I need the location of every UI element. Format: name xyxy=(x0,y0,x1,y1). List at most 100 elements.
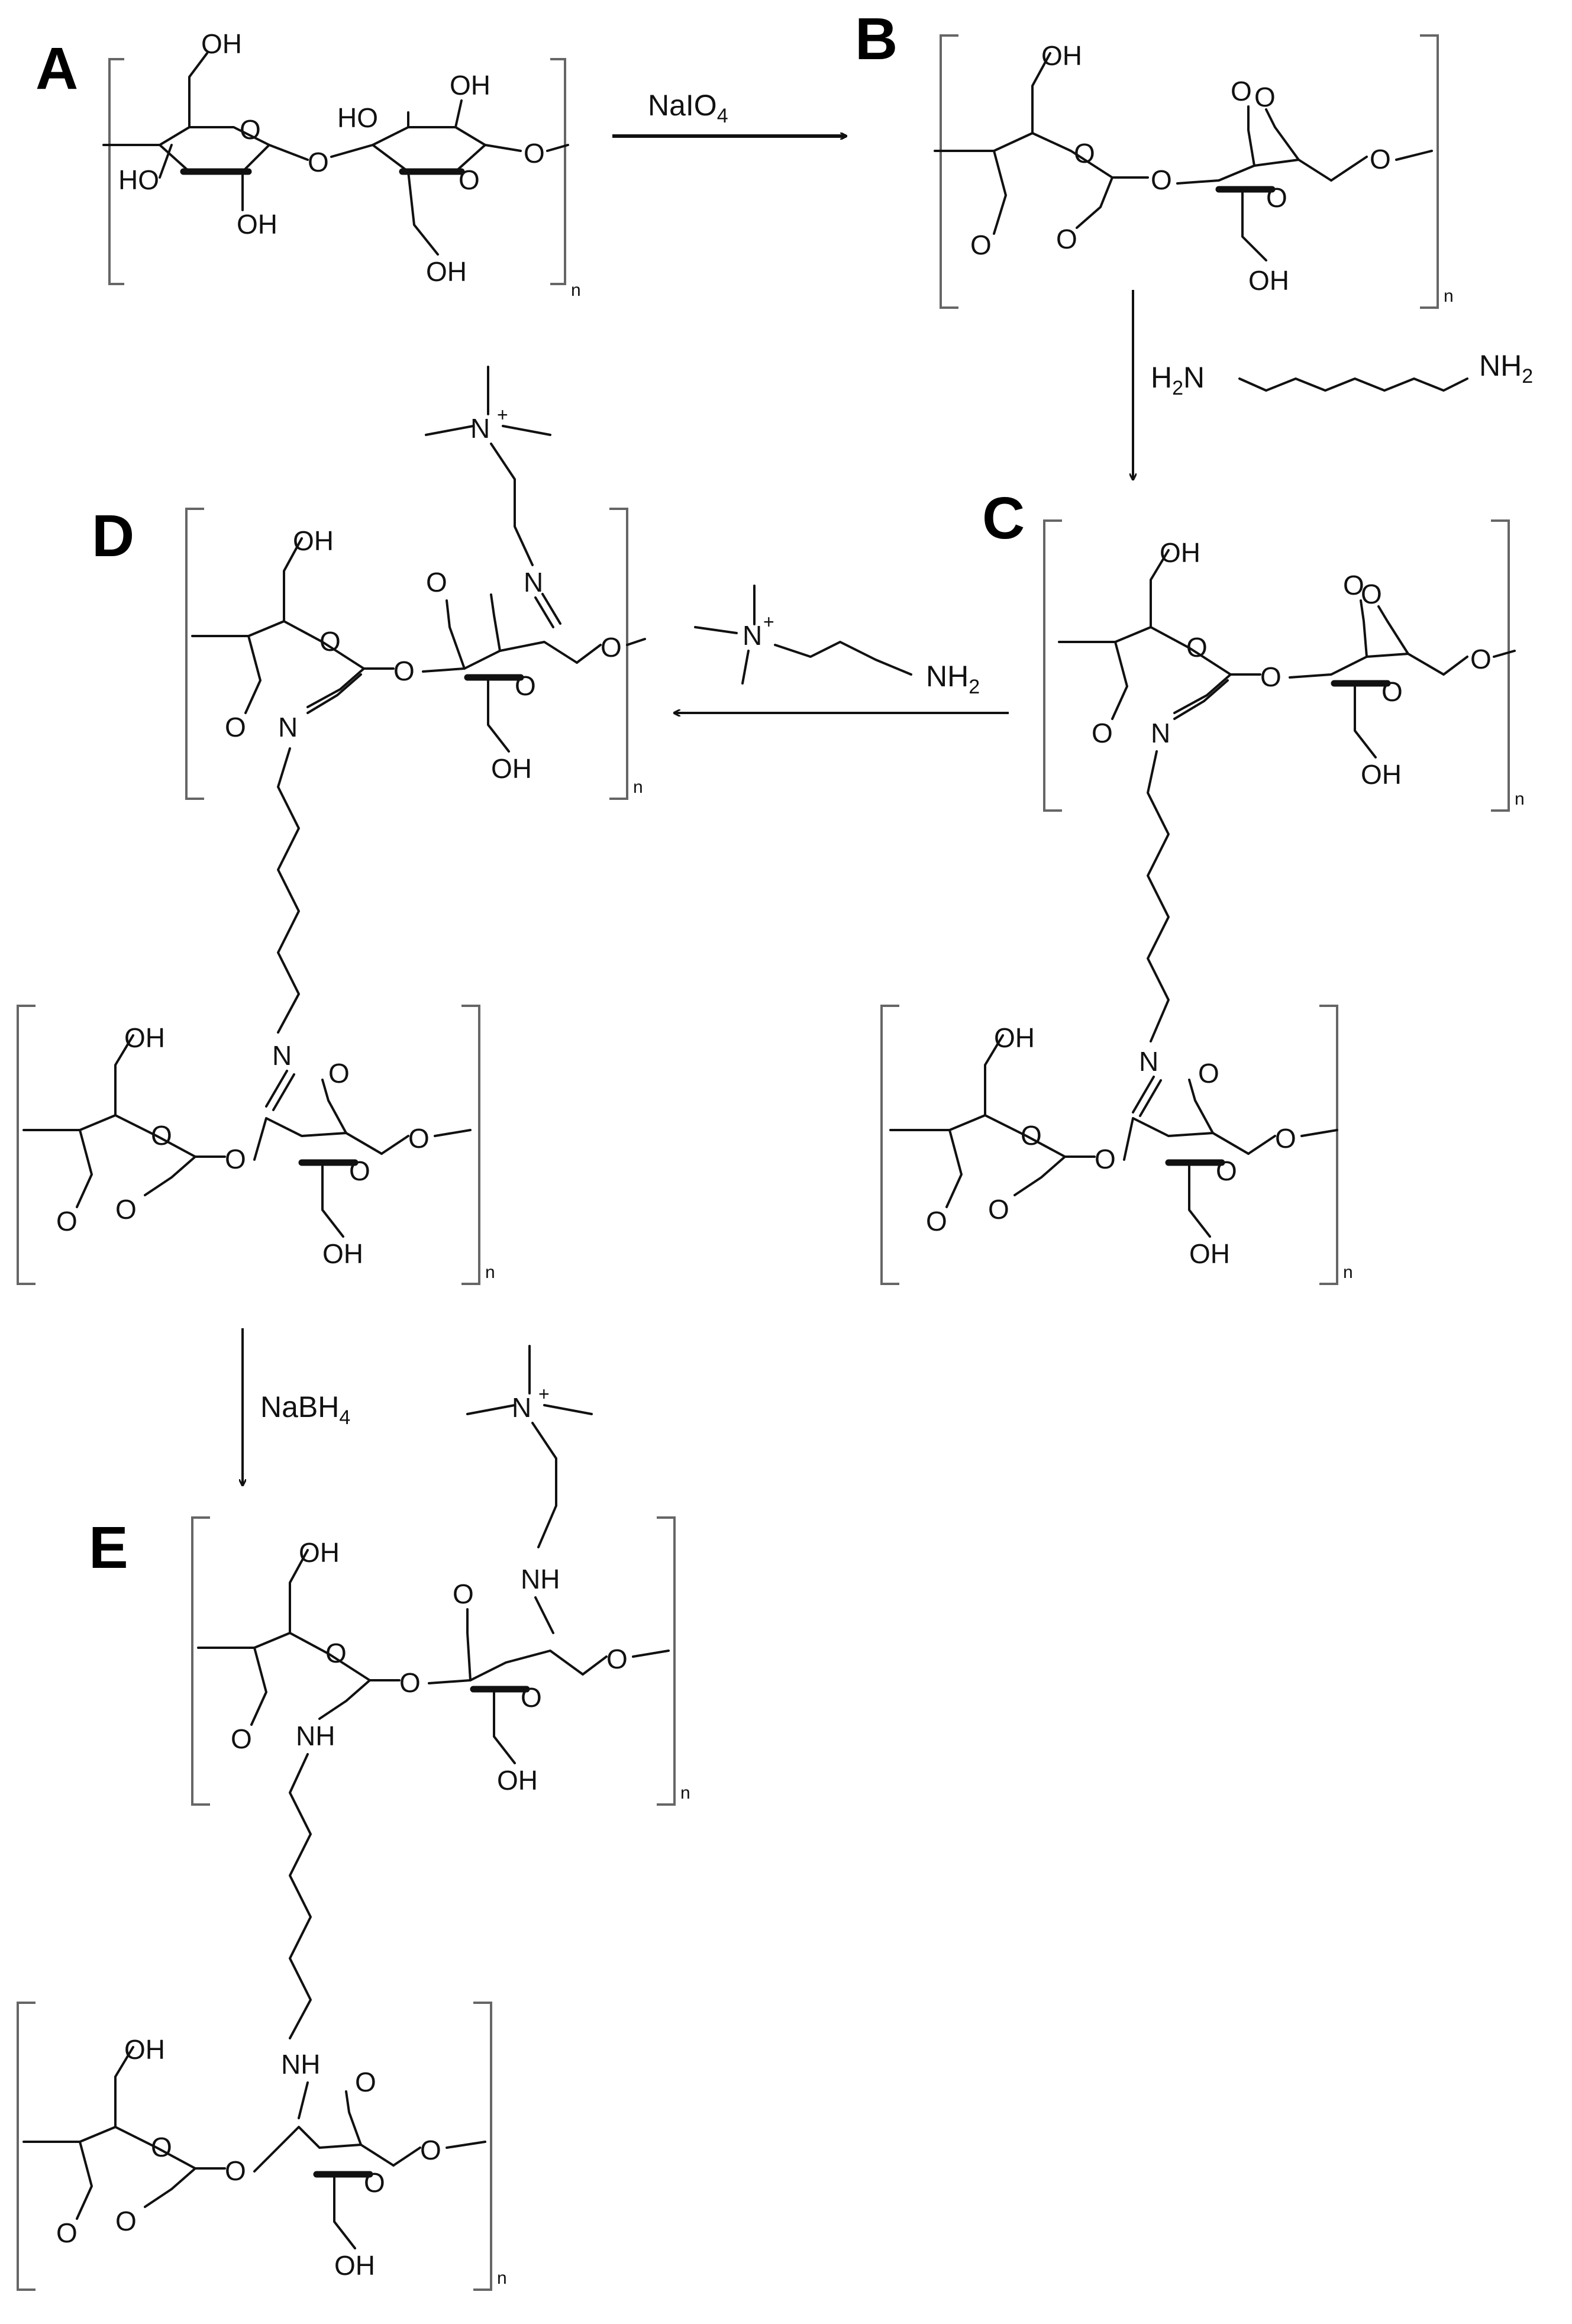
oh-label: OH xyxy=(124,2034,165,2065)
imine-n: N xyxy=(1139,1046,1158,1077)
structure-a-cellulose: n OH O HO OH O HO OH O OH O xyxy=(102,28,581,300)
oh-label: OH xyxy=(994,1022,1035,1053)
aldehyde-o: O xyxy=(56,2218,78,2248)
o-bridge-label: O xyxy=(399,1667,421,1698)
hexyl-linker xyxy=(1147,750,1170,1042)
aldehyde-o: O xyxy=(453,1579,474,1609)
quaternary-n: N xyxy=(743,620,762,651)
ho-label: HO xyxy=(118,164,159,195)
oh-label: OH xyxy=(1041,40,1082,71)
reagent-hexanediamine: H2N NH2 xyxy=(1151,349,1533,399)
repeat-n: n xyxy=(497,2268,507,2288)
o-ring-label: O xyxy=(151,1120,172,1151)
imine-n: N xyxy=(1151,718,1170,748)
oh-label: OH xyxy=(293,525,334,556)
o-bridge-label: O xyxy=(225,2155,246,2186)
o-ring-label: O xyxy=(364,2167,385,2198)
o-bridge-label: O xyxy=(1260,661,1282,692)
o-link-label: O xyxy=(420,2135,441,2165)
oh-label: OH xyxy=(237,209,277,240)
panel-label-c: C xyxy=(982,485,1025,551)
oh-label: OH xyxy=(124,1022,165,1053)
oh-label: OH xyxy=(201,28,242,59)
aldehyde-o: O xyxy=(1092,718,1113,748)
plus-charge: + xyxy=(538,1383,550,1405)
aldehyde-o: O xyxy=(225,712,246,743)
repeat-n: n xyxy=(485,1263,495,1282)
structure-d-quaternized: N + N n OH O O N O O O OH O n xyxy=(17,366,646,1285)
o-bridge-label: O xyxy=(1095,1144,1116,1174)
panel-label-d: D xyxy=(92,503,134,569)
bracket-right xyxy=(550,58,566,285)
aldehyde-o: O xyxy=(115,2206,137,2236)
aldehyde-o: O xyxy=(115,1194,137,1225)
oh-label: OH xyxy=(1189,1238,1230,1269)
aldehyde-o: O xyxy=(1198,1058,1219,1089)
o-ring-label: O xyxy=(151,2132,172,2162)
o-link-label: O xyxy=(1275,1123,1296,1154)
ho-label: HO xyxy=(337,102,378,133)
o-ring-label: O xyxy=(240,114,261,145)
o-ring-label: O xyxy=(1074,138,1095,169)
aldehyde-o: O xyxy=(1056,224,1077,254)
svg-text:H2N: H2N xyxy=(1151,361,1205,399)
svg-text:NH2: NH2 xyxy=(926,660,980,698)
reagent-borohydride: NaBH4 xyxy=(260,1390,350,1429)
o-link-label: O xyxy=(606,1644,628,1674)
o-link-label: O xyxy=(524,138,545,169)
plus-charge: + xyxy=(497,404,508,425)
quaternary-n: N xyxy=(512,1392,531,1423)
reagent-trimethylammonium-ethylamine: N + NH2 xyxy=(694,585,980,698)
oh-label: OH xyxy=(299,1537,340,1568)
quaternary-n: N xyxy=(470,413,490,444)
aldehyde-o: O xyxy=(1343,570,1364,601)
oh-label: OH xyxy=(426,256,467,287)
structure-b-dialdehyde-cellulose: n OH O O O O O O O OH O xyxy=(934,34,1454,309)
repeat-n: n xyxy=(1444,286,1454,306)
o-ring-label: O xyxy=(1216,1155,1237,1186)
repeat-n: n xyxy=(633,777,643,797)
aldehyde-o: O xyxy=(1361,579,1382,609)
svg-text:NH2: NH2 xyxy=(1479,349,1533,388)
o-ring-label: O xyxy=(515,670,536,701)
amine-nh: NH xyxy=(296,1721,335,1751)
o-ring-label: O xyxy=(325,1638,347,1668)
oh-label: OH xyxy=(322,1238,363,1269)
oh-label: OH xyxy=(491,753,532,784)
o-ring-label: O xyxy=(521,1682,542,1713)
o-ring-label: O xyxy=(459,164,480,195)
oh-label: OH xyxy=(497,1765,538,1796)
structure-e-reduced: N + NH n OH O O NH O O O OH O n NH xyxy=(17,1345,690,2291)
o-ring-label: O xyxy=(1266,182,1287,213)
aldehyde-o: O xyxy=(1231,76,1252,106)
o-link-label: O xyxy=(408,1123,430,1154)
o-bridge-label: O xyxy=(225,1144,246,1174)
o-ring-label: O xyxy=(349,1155,370,1186)
aldehyde-o: O xyxy=(426,567,447,598)
o-ring-label: O xyxy=(1186,632,1208,663)
repeat-n: n xyxy=(680,1783,690,1803)
oh-label: OH xyxy=(334,2250,375,2281)
o-link-label: O xyxy=(1370,144,1391,175)
plus-charge: + xyxy=(763,611,774,632)
o-bridge-label: O xyxy=(393,656,415,686)
o-bridge-label: O xyxy=(308,147,329,177)
o-ring-label: O xyxy=(319,626,341,657)
amine-nh: NH xyxy=(281,2049,320,2080)
aldehyde-o: O xyxy=(355,2067,376,2097)
imine-n: N xyxy=(524,567,543,598)
oh-label: OH xyxy=(1160,537,1200,568)
aldehyde-o: O xyxy=(970,230,992,260)
repeat-n: n xyxy=(571,280,581,300)
o-link-label: O xyxy=(1470,644,1492,674)
aldehyde-o: O xyxy=(1254,82,1276,112)
oh-label: OH xyxy=(1248,265,1289,296)
aldehyde-o: O xyxy=(231,1723,252,1754)
aldehyde-o: O xyxy=(328,1058,350,1089)
panel-label-a: A xyxy=(35,35,78,102)
panel-label-e: E xyxy=(89,1515,128,1581)
amine-nh: NH xyxy=(521,1564,560,1594)
oh-label: OH xyxy=(450,70,490,101)
imine-n: N xyxy=(278,712,298,743)
